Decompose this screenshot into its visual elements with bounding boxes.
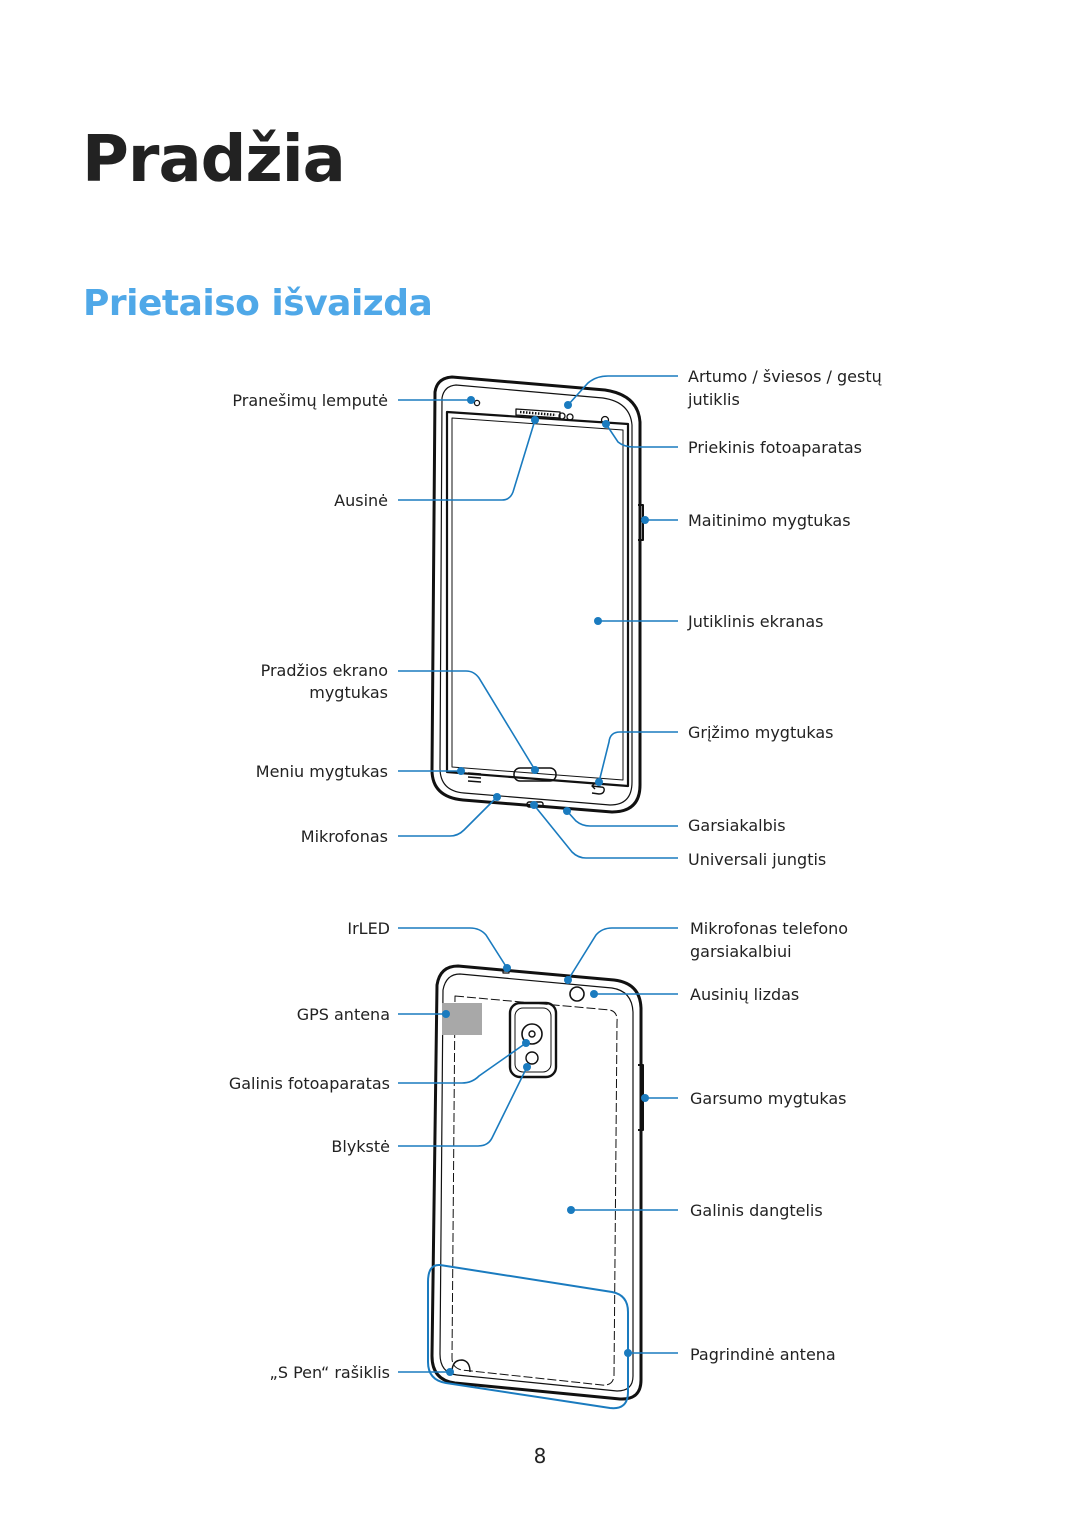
label-main-antenna: Pagrindinė antena: [690, 1345, 836, 1364]
leader-speakerphone-mic: [567, 927, 678, 981]
label-gps-antenna: GPS antena: [297, 1005, 390, 1024]
label-power-button: Maitinimo mygtukas: [688, 511, 851, 530]
main-antenna-outline: [427, 1263, 629, 1410]
label-front-camera: Priekinis fotoaparatas: [688, 438, 862, 457]
label-multipurpose-jack: Universali jungtis: [688, 850, 826, 869]
label-flash: Blykstė: [331, 1137, 390, 1156]
label-menu-button: Meniu mygtukas: [256, 762, 388, 781]
leader-microphone: [398, 796, 498, 837]
label-speakerphone-mic-line2: garsiakalbiui: [690, 942, 792, 961]
label-speaker: Garsiakalbis: [688, 816, 786, 835]
front-leader-lines: [398, 375, 678, 859]
leader-proximity-sensor: [567, 375, 678, 406]
label-touch-screen: Jutiklinis ekranas: [687, 612, 824, 631]
label-irled: IrLED: [347, 919, 390, 938]
leader-home-button: [398, 670, 536, 771]
leader-flash: [398, 1066, 528, 1147]
leader-back-button: [598, 731, 678, 783]
label-back-cover: Galinis dangtelis: [690, 1201, 823, 1220]
leader-front-camera: [605, 423, 678, 448]
leader-rear-camera: [398, 1042, 527, 1084]
leader-irled: [398, 927, 508, 969]
label-notification-led: Pranešimų lemputė: [232, 391, 388, 410]
label-proximity-sensor-line1: Artumo / šviesos / gestų: [688, 367, 882, 386]
leader-earpiece: [398, 419, 536, 501]
label-speakerphone-mic-line1: Mikrofonas telefono: [690, 919, 848, 938]
label-proximity-sensor-line2: jutiklis: [687, 390, 740, 409]
label-s-pen: „S Pen“ rašiklis: [270, 1363, 390, 1382]
back-labels: IrLED GPS antena Galinis fotoaparatas Bl…: [229, 919, 848, 1382]
front-phone-illustration: [430, 375, 644, 814]
label-earpiece: Ausinė: [334, 491, 388, 510]
label-home-button-line1: Pradžios ekrano: [261, 661, 388, 680]
label-volume-button: Garsumo mygtukas: [690, 1089, 846, 1108]
leader-speaker: [566, 810, 678, 827]
section-title: Prietaiso išvaizda: [83, 283, 433, 324]
label-rear-camera: Galinis fotoaparatas: [229, 1074, 390, 1093]
back-leader-dots: [442, 964, 649, 1376]
label-home-button-line2: mygtukas: [309, 683, 388, 702]
page-number: 8: [533, 1444, 547, 1468]
front-labels: Pranešimų lemputė Ausinė Pradžios ekrano…: [232, 367, 881, 869]
chapter-title: Pradžia: [82, 123, 346, 197]
label-microphone: Mikrofonas: [301, 827, 388, 846]
front-leader-dots: [457, 396, 649, 815]
leader-multipurpose-jack: [533, 804, 678, 859]
back-leader-lines: [398, 927, 678, 1373]
gps-antenna-area: [442, 1003, 482, 1035]
label-back-button: Grįžimo mygtukas: [688, 723, 833, 742]
label-headset-jack: Ausinių lizdas: [690, 985, 799, 1004]
